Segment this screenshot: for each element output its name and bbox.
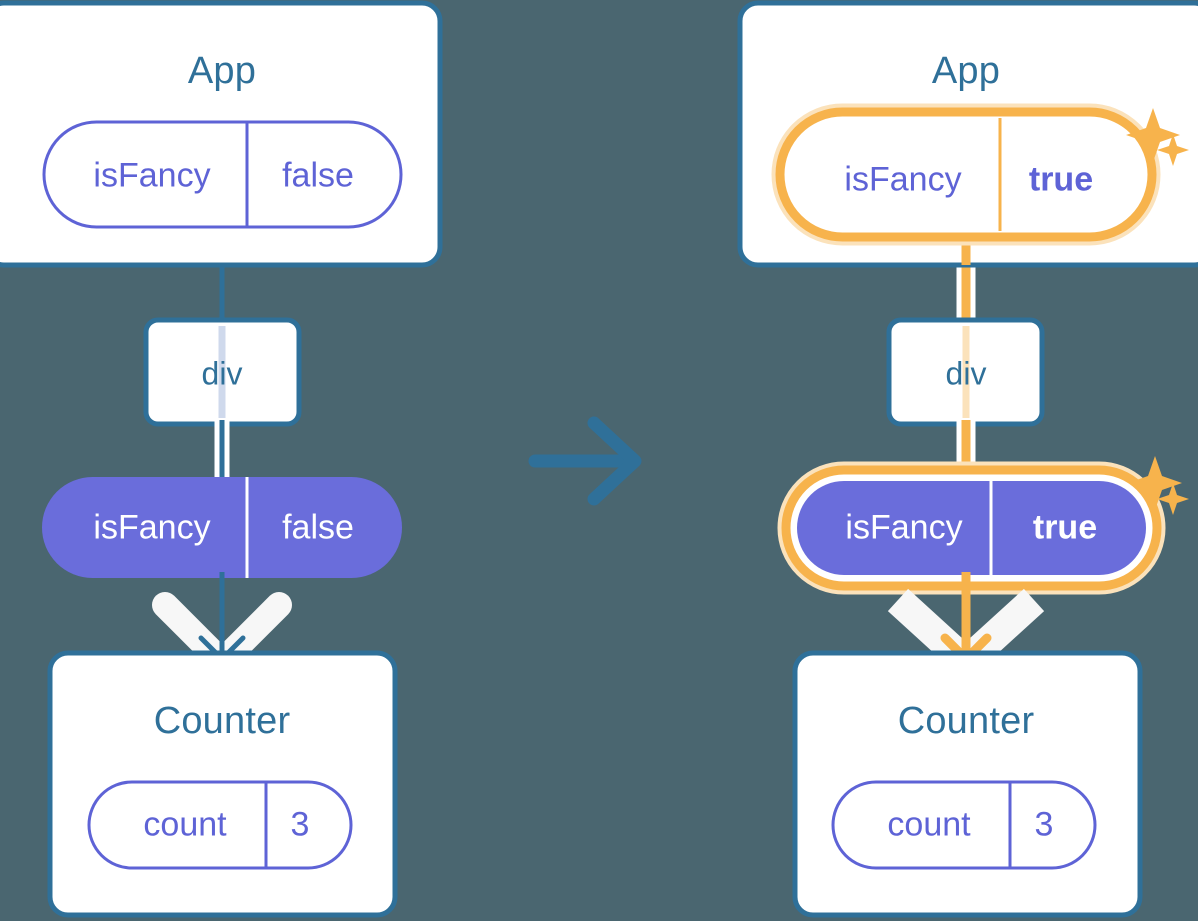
counter-state-pill-name-left: count <box>143 805 227 844</box>
sparkle-small-icon-app <box>1157 134 1189 166</box>
counter-state-pill-right <box>831 780 1097 870</box>
app-card-title-right: App <box>931 50 1001 92</box>
sparkle-large-icon-app <box>1126 108 1180 162</box>
prop-pill-name-right: isFancy <box>845 508 963 547</box>
dom-node-div-label-right: div <box>945 355 987 392</box>
counter-card-title-left: Counter <box>153 700 291 742</box>
app-state-pill-ring-right <box>775 107 1157 242</box>
app-state-pill-left <box>42 120 403 229</box>
counter-state-pill-left <box>87 780 353 870</box>
sparkle-small-icon-prop <box>1157 483 1189 515</box>
app-state-pill-value-left: false <box>282 156 354 195</box>
prop-pill-value-right: true <box>1032 508 1098 547</box>
app-state-pill-name-left: isFancy <box>93 156 211 195</box>
counter-state-pill-value-right: 3 <box>1034 805 1054 844</box>
app-state-pill-value-right: true <box>1028 160 1094 199</box>
sparkle-large-icon-prop <box>1128 456 1182 510</box>
prop-pill-left <box>42 477 402 578</box>
panel-after <box>737 0 1198 918</box>
counter-state-pill-value-left: 3 <box>290 805 310 844</box>
prop-pill-value-left: false <box>282 508 354 547</box>
transition-arrow <box>528 416 642 506</box>
prop-pill-name-left: isFancy <box>93 508 211 547</box>
prop-pill-right <box>797 481 1146 575</box>
dom-node-div-label-left: div <box>201 355 243 392</box>
panel-before <box>0 0 443 918</box>
app-state-pill-name-right: isFancy <box>844 160 962 199</box>
app-card-title-left: App <box>187 50 257 92</box>
counter-state-pill-name-right: count <box>887 805 971 844</box>
counter-card-title-right: Counter <box>897 700 1035 742</box>
